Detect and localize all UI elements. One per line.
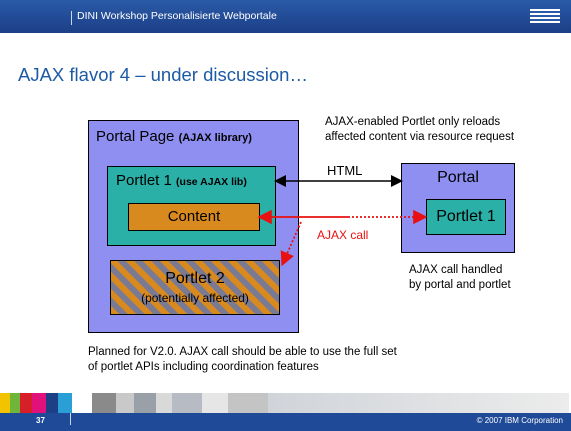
portal-note-line1: AJAX call handled xyxy=(409,264,503,276)
decorative-tiles-icon xyxy=(0,393,571,413)
html-label: HTML xyxy=(327,163,363,178)
page-number: 37 xyxy=(36,416,45,425)
footer-bar: 37 © 2007 IBM Corporation xyxy=(0,393,571,431)
portlet2-label: Portlet 2 xyxy=(165,270,225,287)
portal-page-title: Portal Page (AJAX library) xyxy=(96,128,252,145)
bottom-note-line2: of portlet APIs including coordination f… xyxy=(88,361,319,373)
portal-note-line2: by portal and portlet xyxy=(409,279,511,291)
header-title: DINI Workshop Personalisierte Webportale xyxy=(77,10,277,22)
header-bar: DINI Workshop Personalisierte Webportale xyxy=(0,0,571,33)
portlet2-sublabel: (potentially affected) xyxy=(141,291,249,305)
slide-title: AJAX flavor 4 – under discussion… xyxy=(18,64,308,85)
copyright-text: © 2007 IBM Corporation xyxy=(476,416,563,425)
footer-divider xyxy=(70,413,71,425)
footer-strip: 37 © 2007 IBM Corporation xyxy=(0,413,571,431)
top-note: AJAX-enabled Portlet only reloads affect… xyxy=(325,115,514,145)
portlet2-box: Portlet 2 (potentially affected) xyxy=(110,260,280,315)
portlet2-update-arrow xyxy=(280,221,302,267)
portlet1-title: Portlet 1 (use AJAX lib) xyxy=(116,172,247,189)
ibm-logo-icon xyxy=(530,9,560,23)
portal-label: Portal xyxy=(437,169,479,186)
bottom-note: Planned for V2.0. AJAX call should be ab… xyxy=(88,345,397,375)
portal-portlet1-box: Portlet 1 xyxy=(426,199,506,235)
portal-page-suffix: (AJAX library) xyxy=(178,132,252,144)
portal-page-label: Portal Page xyxy=(96,128,175,145)
top-note-line2: affected content via resource request xyxy=(325,131,515,143)
ajax-call-label: AJAX call xyxy=(317,228,369,242)
top-note-line1: AJAX-enabled Portlet only reloads xyxy=(325,116,501,128)
portlet1-label: Portlet 1 xyxy=(116,172,172,189)
header-divider xyxy=(71,11,72,25)
portlet1-suffix: (use AJAX lib) xyxy=(176,176,247,188)
portal-note: AJAX call handled by portal and portlet xyxy=(409,263,511,293)
bottom-note-line1: Planned for V2.0. AJAX call should be ab… xyxy=(88,346,397,358)
